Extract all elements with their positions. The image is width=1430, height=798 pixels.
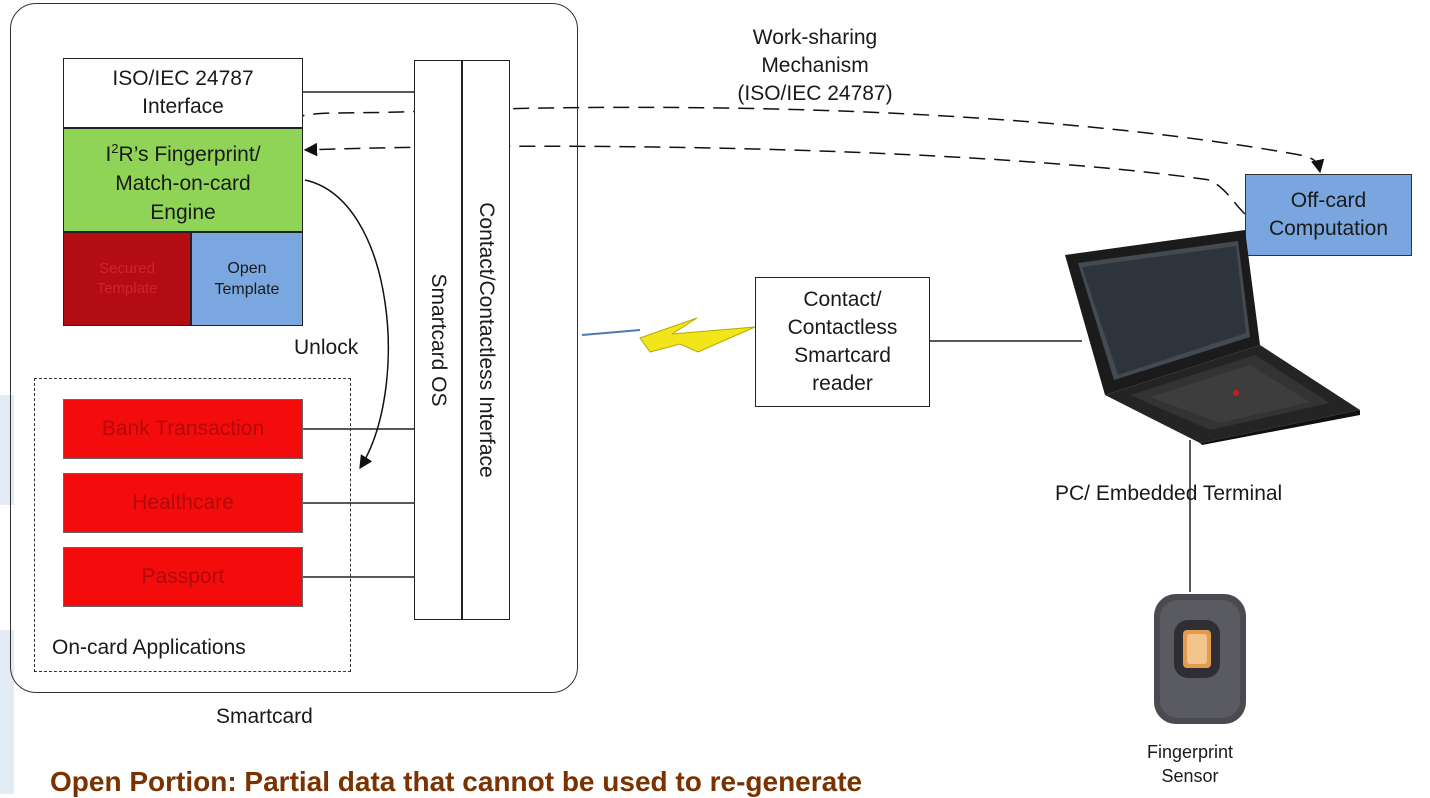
laptop-icon [1065, 230, 1360, 445]
smartcard-reader-box: Contact/ Contactless Smartcard reader [755, 277, 930, 407]
secured-template-box: Secured Template [63, 232, 191, 326]
smartcard-frame [10, 3, 578, 693]
bank-transaction-label: Bank Transaction [101, 417, 265, 440]
fingerprint-sensor-icon [1154, 594, 1246, 724]
terminal-label: PC/ Embedded Terminal [1055, 482, 1283, 505]
bank-transaction-box: Bank Transaction [63, 399, 303, 459]
wireless-lightning [639, 317, 756, 353]
smartcard-os-column: Smartcard OS [414, 60, 462, 620]
smartcard-os-label: Smartcard OS [427, 273, 450, 407]
off-card-computation-box: Off-card Computation [1245, 174, 1412, 256]
off-card-computation-label: Off-card Computation [1268, 189, 1389, 240]
fingerprint-engine-box: I2R’s Fingerprint/ Match-on-card Engine [63, 128, 303, 232]
open-template-box: Open Template [191, 232, 303, 326]
sensor-label: Fingerprint Sensor [1146, 742, 1234, 786]
unlock-arrow [304, 179, 389, 470]
unlock-label: Unlock [294, 336, 359, 359]
contact-interface-column: Contact/Contactless Interface [462, 60, 510, 620]
open-portion-banner: Open Portion: Partial data that cannot b… [50, 766, 863, 797]
work-sharing-label: Work-sharing Mechanism (ISO/IEC 24787) [737, 26, 893, 105]
work-sharing-dashed-to-offcard [291, 106, 1325, 174]
smartcard-reader-label: Contact/ Contactless Smartcard reader [787, 288, 898, 395]
engine-label: I2R’s Fingerprint/ Match-on-card Engine [105, 134, 260, 227]
on-card-applications-label: On-card Applications [52, 636, 246, 659]
card-link-line [581, 329, 641, 336]
engine-label-superscript: 2 [111, 140, 119, 156]
healthcare-label: Healthcare [132, 491, 234, 514]
engine-label-prefix: I [105, 142, 112, 166]
work-sharing-dashed-to-engine [303, 142, 1246, 215]
passport-label: Passport [141, 565, 225, 588]
contact-interface-label: Contact/Contactless Interface [475, 202, 498, 478]
open-template-label: Open Template [214, 260, 280, 298]
smartcard-label: Smartcard [216, 705, 313, 728]
on-card-applications-group [34, 378, 351, 672]
healthcare-box: Healthcare [63, 473, 303, 533]
engine-label-rest: R’s Fingerprint/ Match-on-card Engine [115, 142, 261, 224]
iso-interface-label: ISO/IEC 24787 Interface [112, 67, 254, 118]
passport-box: Passport [63, 547, 303, 607]
iso-interface-box: ISO/IEC 24787 Interface [63, 58, 303, 128]
secured-template-label: Secured Template [96, 260, 158, 297]
